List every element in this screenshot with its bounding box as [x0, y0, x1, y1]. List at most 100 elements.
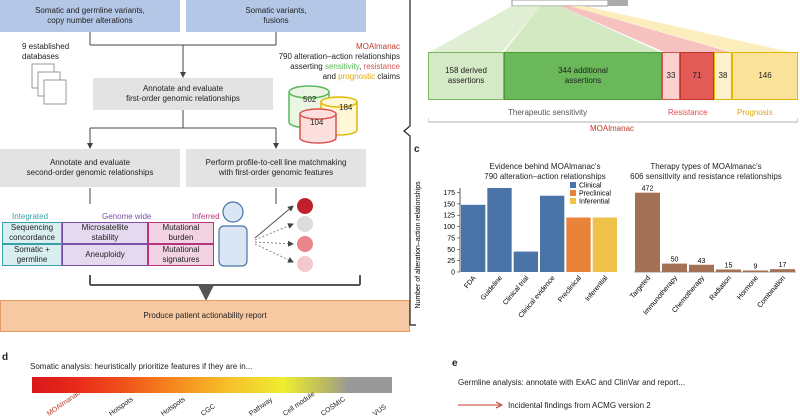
chart1-ytick-label: 0	[451, 270, 455, 277]
chart2-bar	[635, 192, 660, 272]
segment-38-text: 38	[718, 71, 728, 81]
segment-derived: 158 derived assertions	[428, 52, 504, 100]
somatic-germline-box: Somatic and germline variants, copy numb…	[0, 0, 180, 32]
chart1-legend-swatch	[570, 198, 576, 204]
chart1-ytick-label: 75	[447, 235, 455, 242]
chart1-legend-label: Preclinical	[579, 191, 611, 198]
cell-mutational-signatures-text: Mutational signatures	[162, 245, 200, 264]
col-genome-wide: Genome wide	[102, 212, 152, 221]
cell-microsatellite-text: Microsatellite stability	[81, 223, 129, 242]
segment-71: 71	[680, 52, 714, 100]
chart1-ylabel: Number of alteration–action relationship…	[415, 181, 422, 309]
chart1-bar	[566, 217, 591, 272]
chart1-ytick-label: 150	[443, 201, 455, 208]
workflow-connectors	[87, 32, 361, 301]
chart1-bar	[513, 251, 538, 272]
cell-line-circle-4	[297, 256, 313, 272]
cylinder-resistance	[299, 108, 337, 144]
chart2-data-label: 15	[725, 262, 733, 269]
annotate-first-order-box: Annotate and evaluate first-order genomi…	[93, 78, 273, 110]
segment-33: 33	[662, 52, 680, 100]
moalmanac-line3: and prognostic claims	[230, 72, 400, 82]
segment-146-text: 146	[758, 71, 772, 81]
chart1-legend-swatch	[570, 182, 576, 188]
panel-divider-bracket	[403, 0, 416, 326]
cell-sequencing-concordance: Sequencing concordance	[2, 222, 62, 244]
incidental-arrow	[458, 401, 504, 409]
person-icon	[218, 201, 248, 267]
asserting-word: asserting	[290, 62, 323, 71]
priority-label: Cell module	[282, 390, 317, 418]
prognostic-word: prognostic	[338, 72, 376, 81]
chart2-bar	[662, 263, 687, 272]
claims-word: claims	[377, 72, 400, 81]
chart2-bar	[770, 269, 795, 272]
panel-c-letter: c	[414, 144, 420, 155]
chart2-title: Therapy types of MOAlmanac's 606 sensiti…	[630, 162, 782, 181]
col-inferred: Inferred	[192, 212, 220, 221]
sensitivity-word: sensitivity	[324, 62, 360, 71]
databases-label: 9 established databases	[22, 42, 70, 61]
chart2-data-label: 17	[779, 262, 787, 269]
resistance-word: resistance	[363, 62, 400, 71]
chart1-xtick-label: FDA	[463, 275, 478, 290]
priority-gradient-bar	[32, 377, 392, 393]
label-therapeutic-sensitivity: Therapeutic sensitivity	[508, 108, 588, 117]
chart2-data-label: 43	[698, 258, 706, 265]
segment-38: 38	[714, 52, 732, 100]
chart1-bar	[487, 188, 512, 272]
chart2-data-label: 50	[671, 257, 679, 264]
annotate-second-order-box: Annotate and evaluate second-order genom…	[0, 149, 180, 187]
priority-label: Hotspots	[160, 396, 187, 418]
chart1-ytick-label: 125	[443, 213, 455, 220]
report-text: Produce patient actionability report	[143, 311, 267, 320]
cell-mutational-burden: Mutational burden	[148, 222, 214, 244]
annotate-second-order-text: Annotate and evaluate second-order genom…	[26, 158, 154, 177]
cell-line-circle-1	[297, 198, 313, 214]
venn-184: 184	[339, 103, 353, 112]
cell-line-circle-2	[297, 216, 313, 232]
moalmanac-database-cylinders	[288, 85, 358, 144]
chart1-legend-swatch	[570, 190, 576, 196]
cell-sequencing-concordance-text: Sequencing concordance	[9, 223, 55, 242]
assertion-funnel	[430, 0, 790, 52]
cell-mutational-signatures: Mutational signatures	[148, 244, 214, 266]
label-resistance: Resistance	[668, 108, 708, 117]
chart2-bar	[743, 270, 768, 272]
chart1-xtick-label: Clinical trial	[502, 274, 531, 306]
chart2-bar	[689, 264, 714, 272]
chart1-legend-label: Clinical	[579, 183, 602, 190]
chart1-legend-label: Inferential	[579, 199, 610, 206]
panel-d-letter: d	[2, 352, 9, 363]
chart1-title: Evidence behind MOAlmanac's 790 alterati…	[484, 162, 606, 181]
segment-additional: 344 additional assertions	[504, 52, 662, 100]
chart1-ytick-label: 25	[447, 258, 455, 265]
cell-somatic-germline-text: Somatic + germline	[14, 245, 50, 264]
cell-aneuploidy-text: Aneuploidy	[85, 250, 125, 260]
priority-label: Hotspots	[108, 396, 135, 418]
profile-matchmaking-box: Perform profile-to-cell line matchmaking…	[186, 149, 366, 187]
panel-e-arrow-text: Incidental findings from ACMG version 2	[508, 401, 651, 410]
priority-label: COSMIC	[320, 395, 347, 418]
segment-33-text: 33	[666, 71, 676, 81]
priority-label: VUS	[372, 403, 388, 418]
chart1-bar	[592, 217, 617, 272]
segment-derived-text: 158 derived assertions	[445, 66, 487, 85]
and-word: and	[322, 72, 336, 81]
moalmanac-line2: asserting sensitivity, resistance	[290, 62, 400, 71]
label-prognosis: Prognosis	[737, 108, 773, 117]
chart1-ytick-label: 100	[443, 224, 455, 231]
panel-e-caption: Germline analysis: annotate with ExAC an…	[458, 378, 686, 387]
moalmanac-title: MOAlmanac	[355, 42, 400, 51]
chart2-data-label: 472	[642, 186, 654, 193]
priority-label: Pathway	[248, 396, 275, 418]
segment-146: 146	[732, 52, 798, 100]
cell-aneuploidy: Aneuploidy	[62, 244, 148, 266]
chart2-xtick-label: Hormone	[736, 275, 760, 302]
chart2-data-label: 9	[754, 263, 758, 270]
priority-label: MOAlmanac	[46, 389, 82, 418]
segment-71-text: 71	[692, 71, 702, 81]
somatic-germline-text: Somatic and germline variants, copy numb…	[35, 6, 145, 25]
cell-line-circle-3	[297, 236, 313, 252]
patient-matchmaking-illustration	[218, 198, 313, 272]
